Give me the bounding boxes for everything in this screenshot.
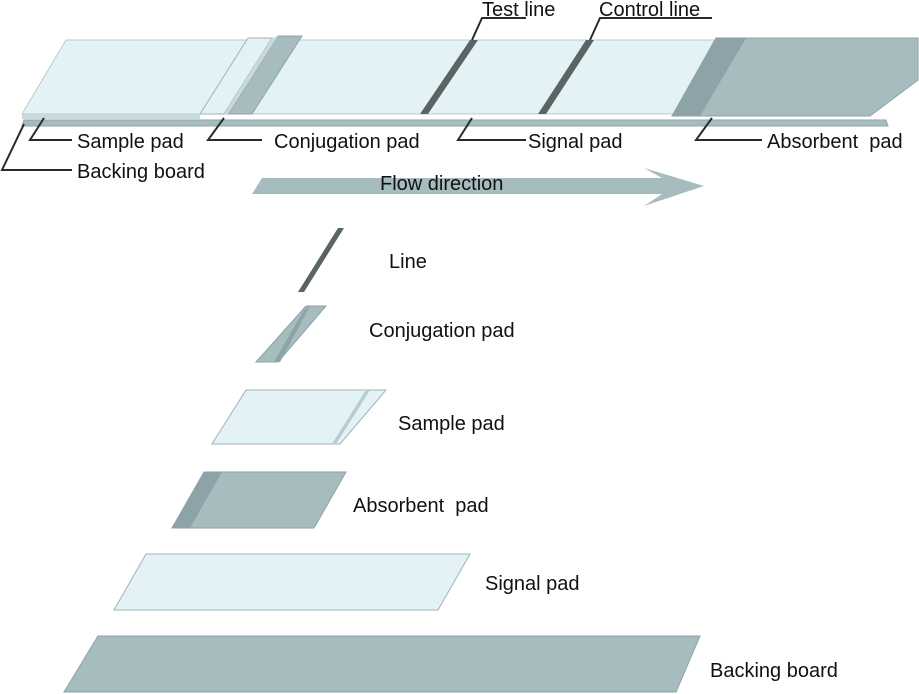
label-backing-board: Backing board: [77, 161, 205, 183]
strip-absorbent-pad-fold: [672, 38, 746, 116]
strip-conjugation-pad: [227, 35, 303, 115]
label-conjugation-pad: Conjugation pad: [274, 131, 420, 153]
component-absorbent-pad-fold: [172, 472, 222, 528]
label-absorbent-pad: Absorbent pad: [767, 131, 903, 153]
sample-pad-leader: [28, 117, 72, 141]
label-component-conjugation-pad: Conjugation pad: [369, 320, 515, 342]
label-control-line: Control line: [599, 0, 700, 21]
label-test-line: Test line: [482, 0, 555, 21]
test-line-leader: [471, 17, 526, 41]
component-sample-pad: [211, 389, 388, 445]
component-line: [298, 228, 344, 292]
label-flow-direction: Flow direction: [380, 173, 503, 195]
flow-direction-arrow: Flow direction: [252, 168, 704, 206]
exploded-components: [63, 228, 701, 693]
component-labels: Line Conjugation pad Sample pad Absorben…: [353, 251, 838, 682]
label-component-backing-board: Backing board: [710, 660, 838, 682]
signal-pad-leader: [456, 117, 526, 141]
component-sample-pad-fold: [332, 390, 370, 444]
assembled-strip: [21, 35, 919, 127]
label-component-line: Line: [389, 251, 427, 273]
strip-control-line: [538, 40, 594, 114]
strip-labels: Test line Control line Sample pad Conjug…: [77, 0, 903, 183]
backing-board-leader: [0, 123, 72, 171]
label-signal-pad: Signal pad: [528, 131, 623, 153]
strip-leader-lines: [0, 17, 762, 171]
conjugation-pad-leader: [206, 117, 262, 141]
label-component-absorbent-pad: Absorbent pad: [353, 495, 489, 517]
label-sample-pad: Sample pad: [77, 131, 184, 153]
component-signal-pad: [113, 553, 471, 611]
strip-backing-board: [21, 119, 889, 127]
label-component-signal-pad: Signal pad: [485, 573, 580, 595]
label-component-sample-pad: Sample pad: [398, 413, 505, 435]
strip-sample-pad-edge: [22, 114, 200, 119]
component-backing-board: [63, 635, 701, 693]
strip-conjugation-pad-light: [224, 36, 278, 114]
control-line-leader: [589, 17, 712, 41]
strip-signal-pad: [21, 39, 745, 115]
component-conjugation-pad-fold: [274, 306, 310, 362]
absorbent-pad-leader: [694, 117, 762, 141]
flow-arrow-shape: [252, 168, 704, 206]
strip-test-line: [420, 40, 478, 114]
